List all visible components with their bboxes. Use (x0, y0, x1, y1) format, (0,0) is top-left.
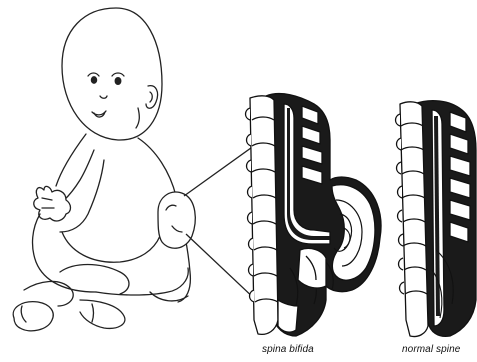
baby-figure (13, 8, 195, 331)
normal-spine-label: normal spine (402, 344, 460, 355)
normal-spine-section (396, 101, 477, 337)
spina-bifida-section (246, 94, 382, 336)
spina-bifida-label: spina bifida (262, 344, 314, 355)
